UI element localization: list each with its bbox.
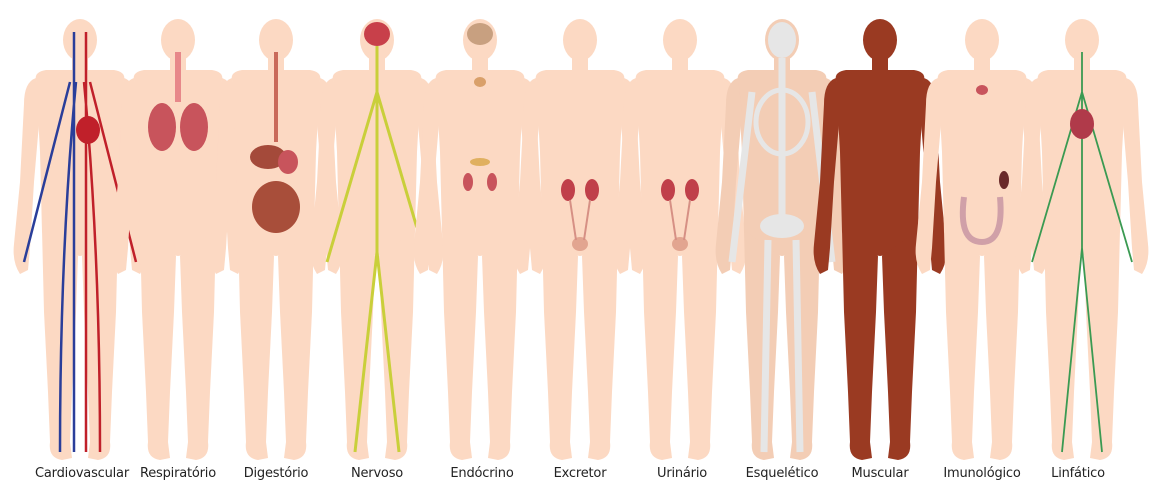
system-label: Excretor — [554, 466, 607, 481]
pelvis — [760, 214, 804, 238]
system-label: Digestório — [244, 466, 309, 481]
system-label: Muscular — [852, 466, 909, 481]
thymus — [976, 85, 988, 95]
system-label: Urinário — [657, 466, 707, 481]
right-adrenal — [487, 173, 497, 191]
system-label: Linfático — [1051, 466, 1105, 481]
bladder — [572, 237, 588, 251]
left-kidney — [561, 179, 575, 201]
left-kidney — [661, 179, 675, 201]
left-adrenal — [463, 173, 473, 191]
stomach — [278, 150, 298, 174]
brain — [467, 23, 493, 45]
left-lung — [148, 103, 176, 151]
spleen — [999, 171, 1009, 189]
system-label: Esquelético — [746, 466, 819, 481]
system-label: Respiratório — [140, 466, 216, 481]
thyroid — [474, 77, 486, 87]
system-label: Cardiovascular — [35, 466, 129, 481]
right-lung — [180, 103, 208, 151]
trachea — [175, 52, 181, 102]
pancreas — [470, 158, 490, 166]
right-kidney — [685, 179, 699, 201]
system-label: Endócrino — [450, 466, 513, 481]
bladder — [672, 237, 688, 251]
intestines — [252, 181, 300, 233]
system-label: Imunológico — [943, 466, 1020, 481]
right-kidney — [585, 179, 599, 201]
esophagus — [274, 52, 278, 142]
system-label: Nervoso — [351, 466, 403, 481]
brain — [364, 22, 390, 46]
heart-icon — [1070, 109, 1094, 139]
skull — [768, 22, 796, 58]
heart-icon — [76, 116, 100, 144]
